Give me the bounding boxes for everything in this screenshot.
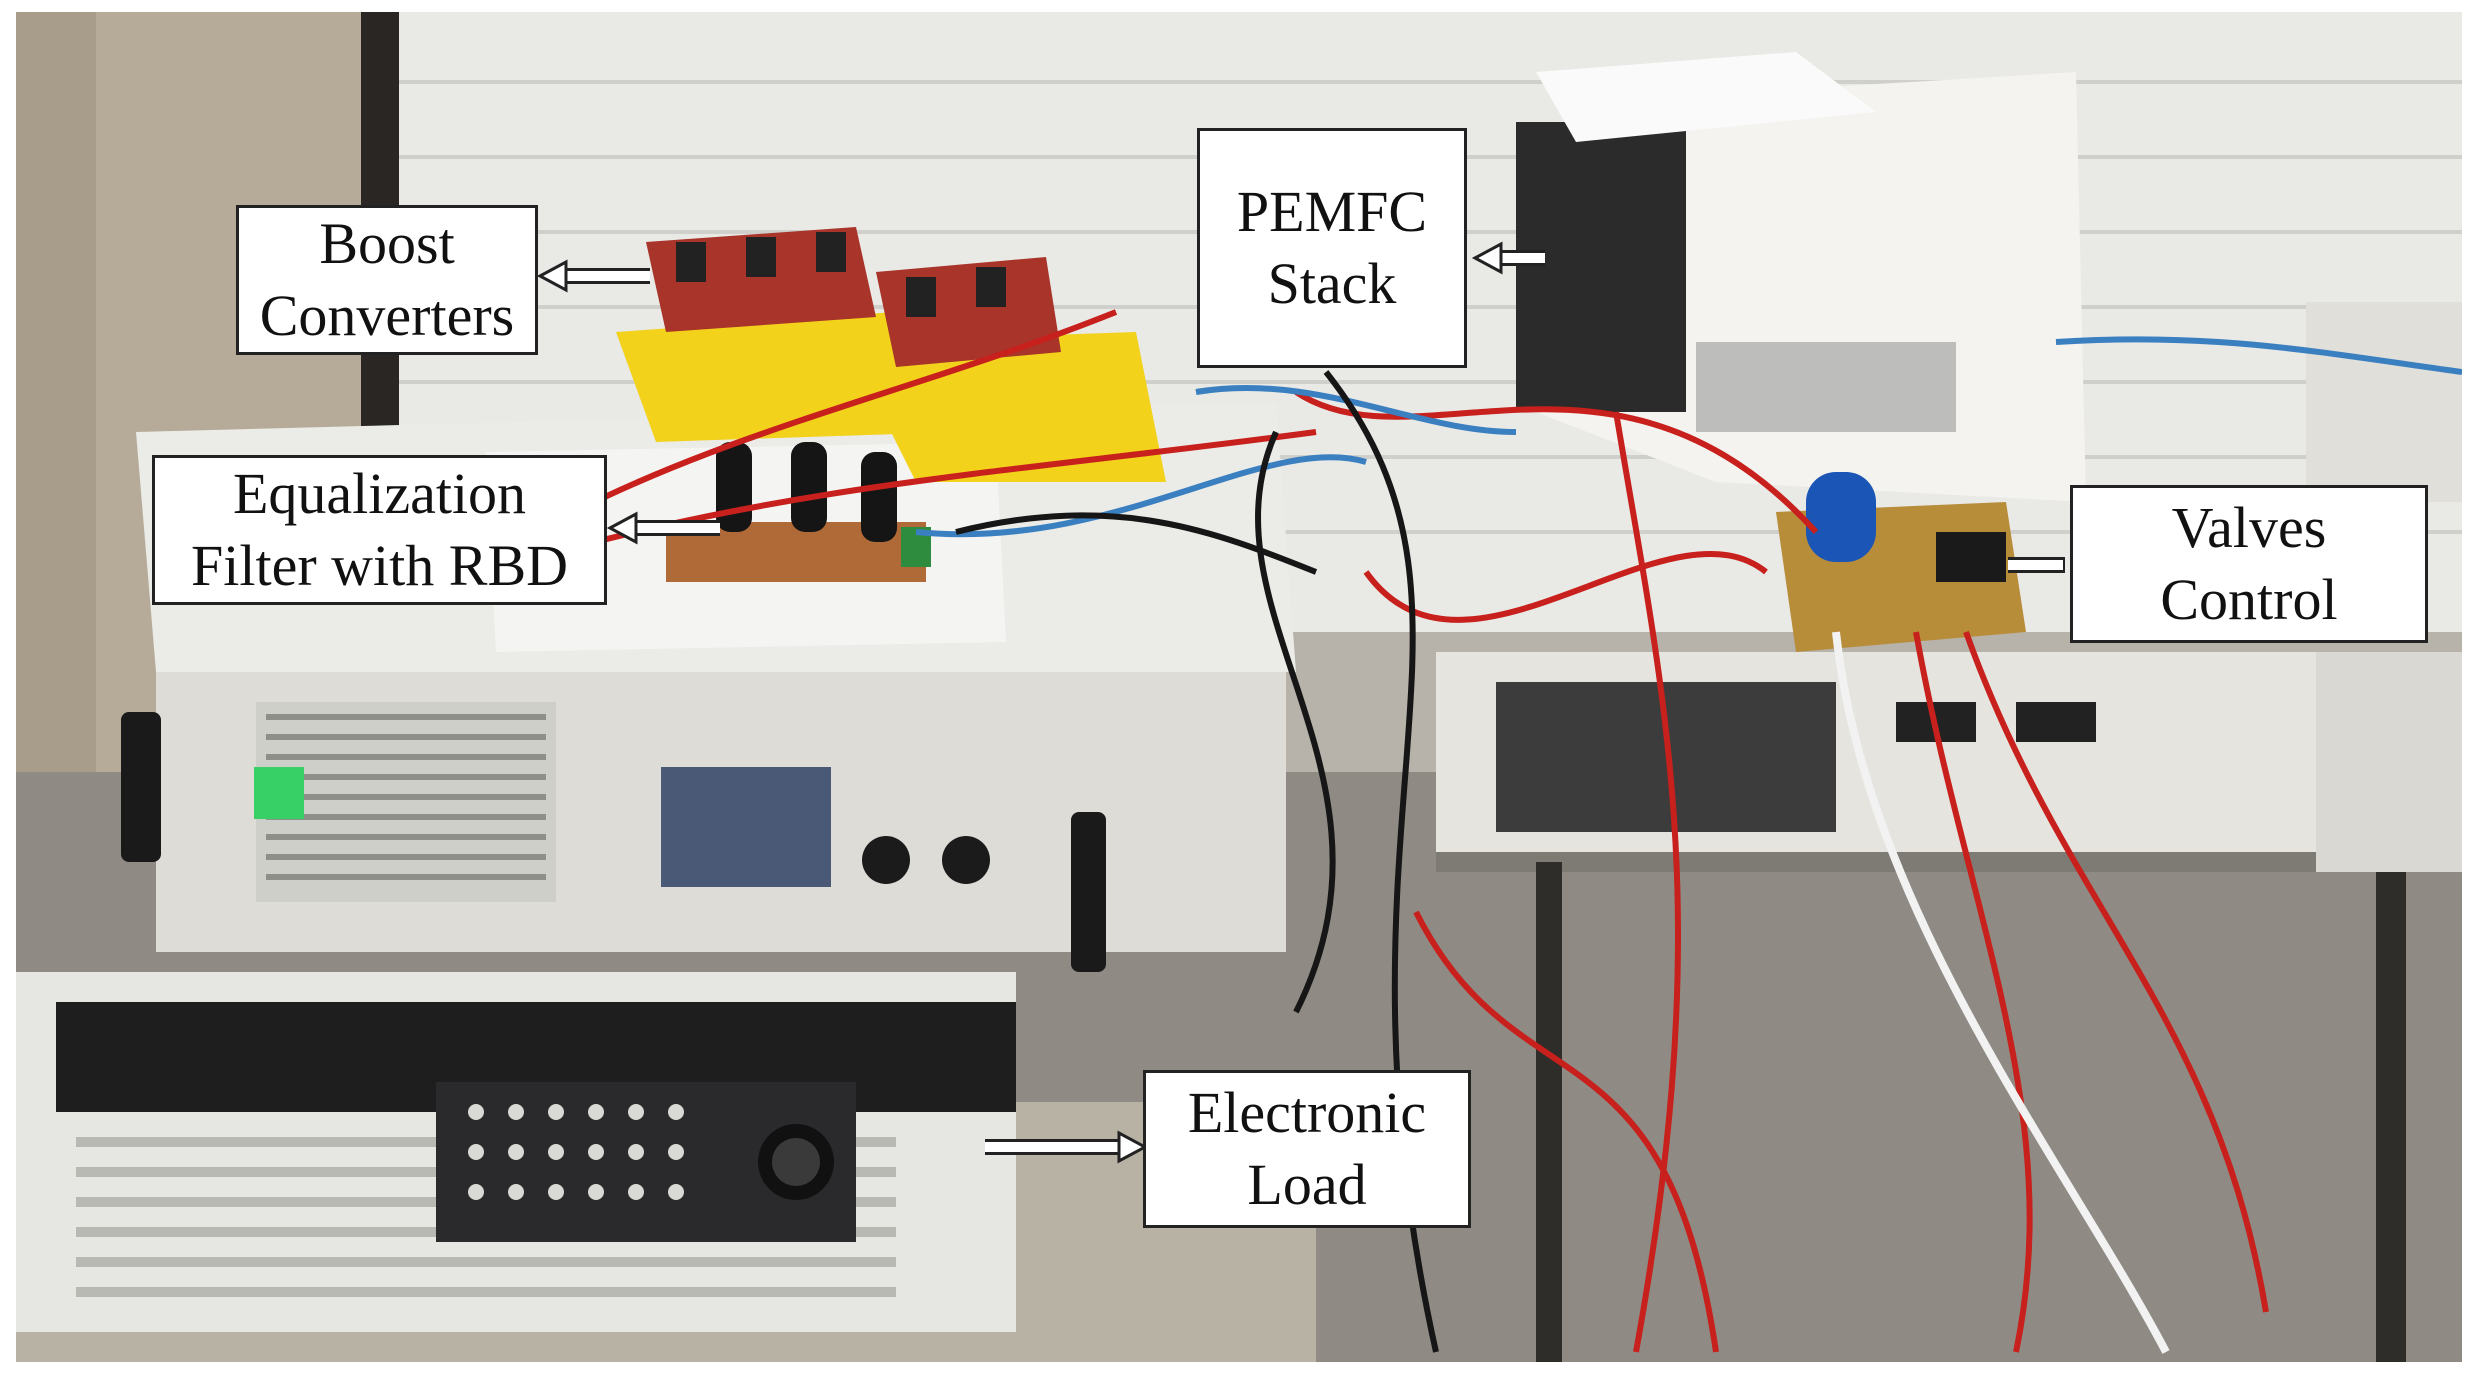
label-valves-control: Valves Control: [2070, 485, 2428, 643]
label-boost-line2: Converters: [259, 283, 515, 348]
label-equalization-line1: Equalization: [232, 461, 527, 526]
label-load-line1: Electronic: [1187, 1080, 1427, 1145]
label-pemfc-line2: Stack: [1267, 251, 1397, 316]
label-load-line2: Load: [1247, 1152, 1367, 1217]
label-boost-line1: Boost: [319, 211, 455, 276]
label-pemfc-line1: PEMFC: [1236, 179, 1428, 244]
label-equalization-filter: Equalization Filter with RBD: [152, 455, 607, 605]
photo-scene: [16, 12, 2462, 1362]
label-valves-line1: Valves: [2171, 495, 2327, 560]
label-pemfc-stack: PEMFC Stack: [1197, 128, 1467, 368]
label-valves-line2: Control: [2160, 567, 2338, 632]
label-electronic-load: Electronic Load: [1143, 1070, 1471, 1228]
label-boost-converters: Boost Converters: [236, 205, 538, 355]
label-equalization-line2: Filter with RBD: [190, 533, 569, 598]
lab-setup-photo: [16, 12, 2462, 1362]
